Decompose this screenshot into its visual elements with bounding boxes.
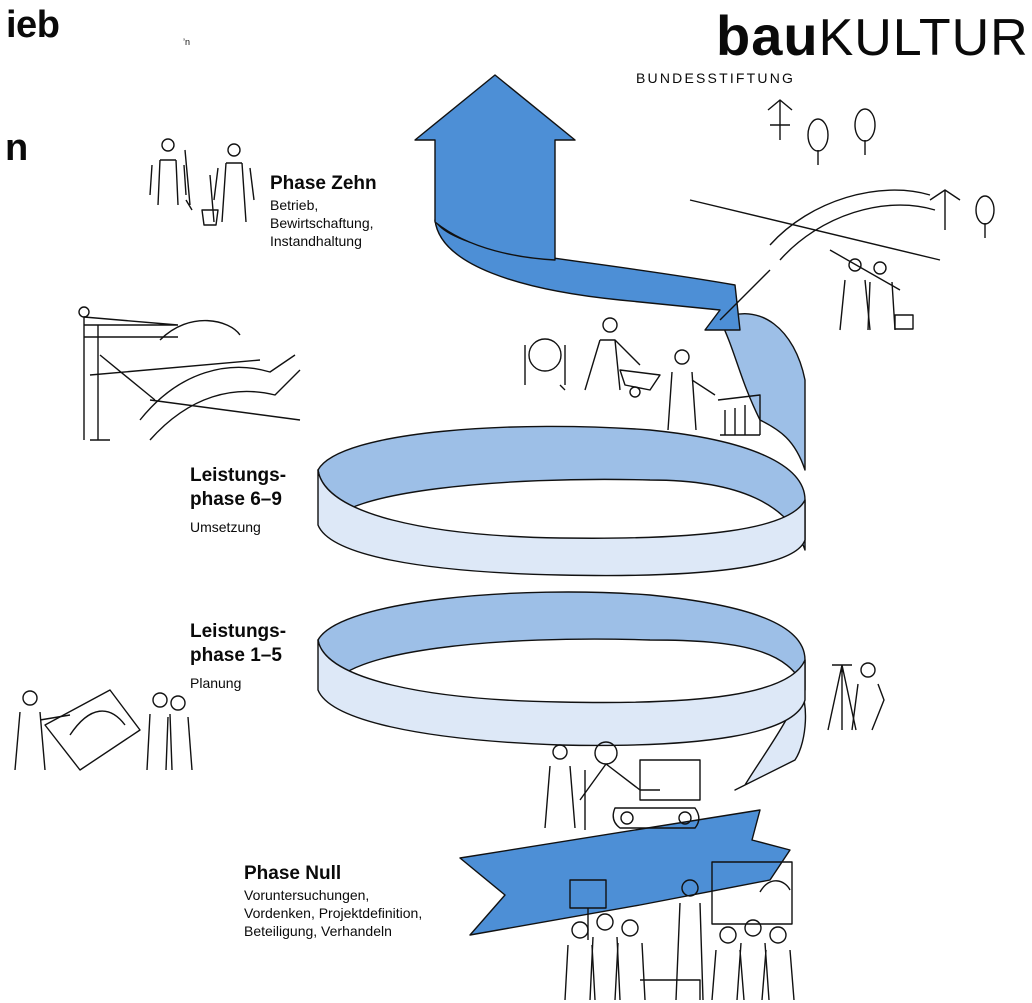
- logo-bau: bau: [716, 4, 819, 67]
- logo-subtitle: BUNDESSTIFTUNG: [636, 70, 796, 86]
- phase-zehn-desc-2: Bewirtschaftung,: [270, 215, 374, 231]
- phase-null-title: Phase Null: [244, 863, 342, 884]
- ribbon-coil-2-back: [317, 425, 806, 551]
- heading-fragment-second: n: [5, 127, 28, 169]
- label-leistungsphase-6-9: Leistungs- phase 6–9 Umsetzung: [190, 464, 286, 536]
- planning-people-illustration: [14, 689, 193, 771]
- ribbon-upper-right: [719, 313, 806, 471]
- label-phase-zehn: Phase Zehn Betrieb, Bewirtschaftung, Ins…: [270, 172, 377, 250]
- lp15-title-1: Leistungs-: [190, 621, 287, 642]
- lp69-title-2: phase 6–9: [190, 489, 282, 510]
- label-phase-null: Phase Null Voruntersuchungen, Vordenken,…: [244, 862, 422, 940]
- ribbon-phase-null: [459, 809, 791, 936]
- tiny-fragment: ’n: [183, 37, 191, 47]
- phase-null-desc-1: Voruntersuchungen,: [244, 887, 370, 903]
- crane-bridge-illustration: [78, 306, 301, 441]
- phase-zehn-desc-1: Betrieb,: [270, 197, 319, 213]
- label-leistungsphase-1-5: Leistungs- phase 1–5 Planung: [190, 620, 286, 692]
- construction-workers-illustration: [524, 317, 761, 436]
- lp69-desc: Umsetzung: [190, 519, 261, 535]
- bridge-trees-illustration: [689, 99, 995, 331]
- ribbon-arrow-up: [414, 74, 576, 261]
- excavator-illustration: [544, 741, 701, 830]
- phase-null-desc-2: Vordenken, Projektdefinition,: [244, 905, 423, 921]
- workers-illustration-top-left: [149, 138, 255, 226]
- surveyor-illustration: [827, 662, 885, 731]
- lp15-desc: Planung: [190, 675, 242, 691]
- crowd-illustration: [564, 861, 795, 1001]
- ribbon-coil-2-front: [317, 469, 806, 577]
- phase-null-desc-3: Beteiligung, Verhandeln: [244, 923, 392, 939]
- ribbon-coil-1-back: [317, 591, 806, 691]
- logo-kultur: KULTUR: [818, 9, 1029, 67]
- logo-baukultur: bauKULTUR: [716, 8, 1029, 67]
- lp15-title-2: phase 1–5: [190, 645, 282, 666]
- heading-fragment-top: ieb: [6, 4, 60, 46]
- phase-zehn-title: Phase Zehn: [270, 173, 377, 194]
- lp69-title-1: Leistungs-: [190, 465, 287, 486]
- phase-zehn-desc-3: Instandhaltung: [270, 233, 362, 249]
- ribbon-coil-1-front: [317, 639, 806, 747]
